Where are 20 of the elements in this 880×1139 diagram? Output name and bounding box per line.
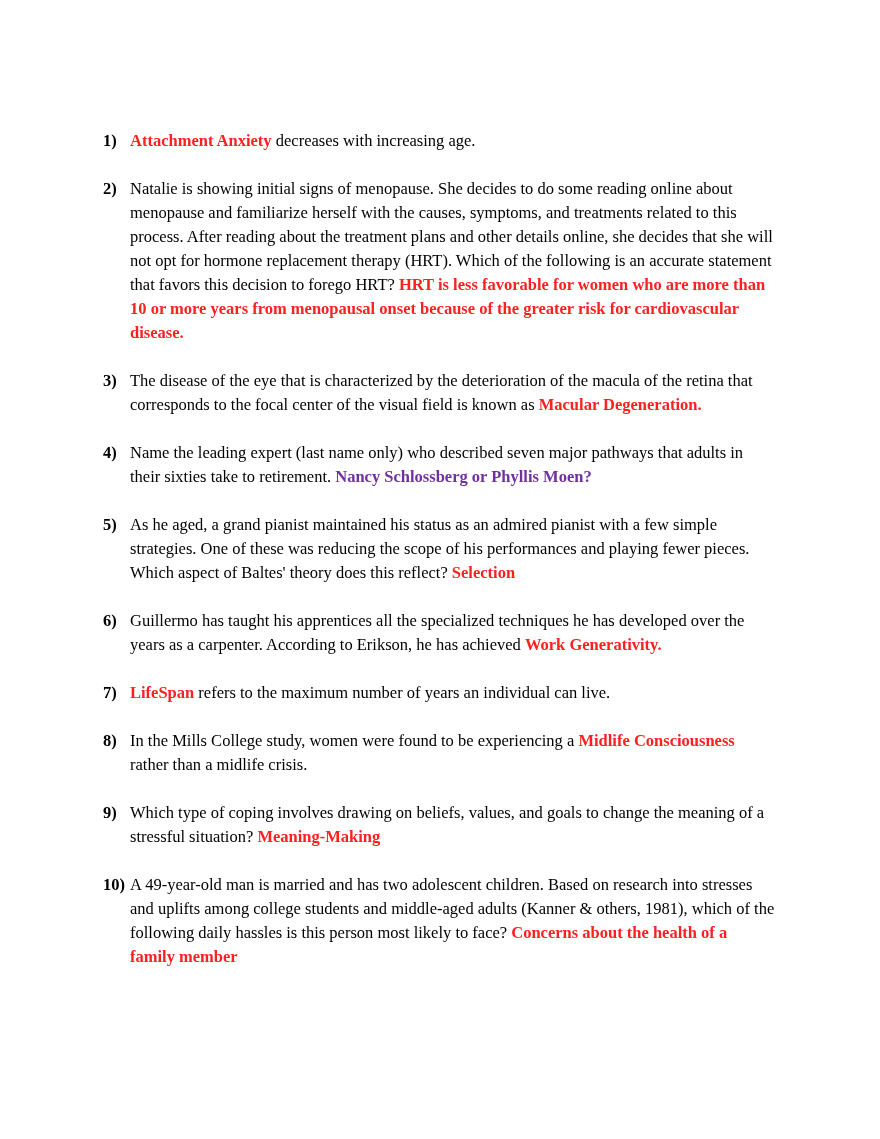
question-number: 5): [103, 514, 117, 536]
question-text: In the Mills College study, women were found to be experiencing a Midlife Consciousness rather than a midlife crisis.: [130, 730, 736, 776]
question-number: 4): [103, 442, 117, 464]
question-text: As he aged, a grand pianist maintained his status as an admired pianist with a few simple strategies. One of these was reducing the scope of his performances and playing fewer pieces. Which aspect of Baltes' theory does this reflect? Selection: [130, 514, 751, 584]
question-number: 10): [103, 874, 125, 896]
question-text: Which type of coping involves drawing on beliefs, values, and goals to change the meaning of a stressful situation? Meaning-Making: [130, 802, 766, 848]
question-text: LifeSpan refers to the maximum number of years an individual can live.: [130, 682, 612, 704]
question-text: Name the leading expert (last name only) who described seven major pathways that adults in their sixties take to retirement. Nancy Schlossberg or Phyllis Moen?: [130, 442, 745, 488]
question-number: 1): [103, 130, 117, 152]
question-text: Guillermo has taught his apprentices all the specialized techniques he has developed over the years as a carpenter. According to Erikson, he has achieved Work Generativity.: [130, 610, 746, 656]
question-number: 9): [103, 802, 117, 824]
question-text: Attachment Anxiety decreases with increasing age.: [130, 130, 477, 152]
question-text: Natalie is showing initial signs of menopause. She decides to do some reading online about menopause and familiarize herself with the causes, symptoms, and treatments related to this process. After reading about the treatment plans and other details online, she decides that she will not opt for hormone replacement therapy (HRT). Which of the following is an accurate statement that favors this decision to forego HRT? HRT is less favorable for women who are more than 10 or more years from menopausal onset because of the greater risk for cardiovascular disease.: [130, 178, 774, 344]
question-number: 2): [103, 178, 117, 200]
question-number: 6): [103, 610, 117, 632]
question-number: 3): [103, 370, 117, 392]
question-text: A 49-year-old man is married and has two adolescent children. Based on research into stresses and uplifts among college students and middle-aged adults (Kanner & others, 1981), which of the following daily hassles is this person most likely to face? Concerns about the health of a family member: [130, 874, 775, 968]
question-text: The disease of the eye that is characterized by the deterioration of the macula of the retina that corresponds to the focal center of the visual field is known as Macular Degeneration.: [130, 370, 754, 416]
question-number: 7): [103, 682, 117, 704]
question-number: 8): [103, 730, 117, 752]
